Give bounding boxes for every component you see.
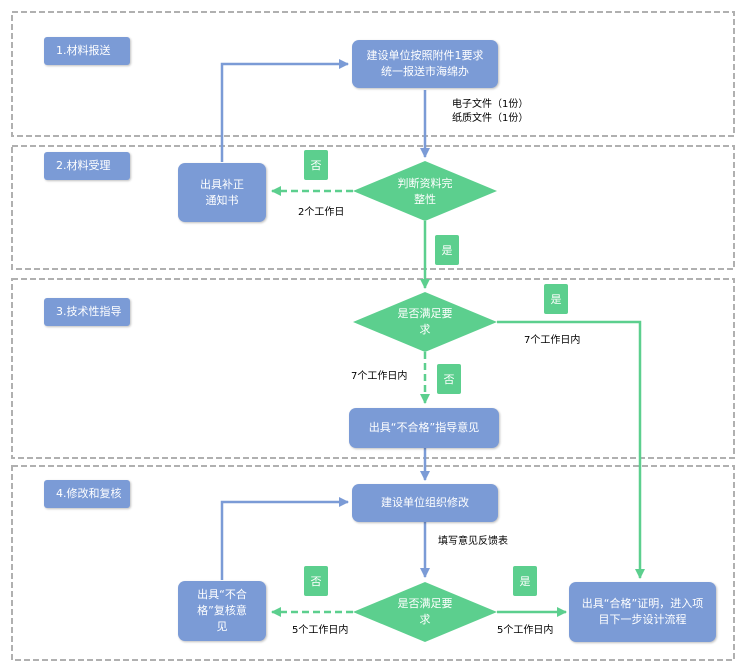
arrow-meet-yes-to-cert — [497, 320, 645, 579]
tag-yes-completeness: 是 — [435, 235, 459, 265]
note-electronic-file: 电子文件（1份） — [452, 99, 529, 110]
review-unqualified-box: 出具“不合格”复核意见 — [178, 581, 266, 641]
correction-notice-box: 出具补正通知书 — [178, 163, 266, 222]
decision-diamond-completeness — [353, 161, 497, 221]
tag-no-meet-1: 否 — [437, 364, 461, 394]
note-feedback-form: 填写意见反馈表 — [438, 536, 508, 547]
lane-label-3: 3.技术性指导 — [44, 298, 130, 326]
modify-box: 建设单位组织修改 — [352, 484, 498, 522]
note-7-workdays-right: 7个工作日内 — [524, 335, 581, 346]
note-5-workdays-right: 5个工作日内 — [497, 625, 554, 636]
arrow-notice-to-submit — [220, 59, 349, 162]
lane-label-4: 4.修改和复核 — [44, 480, 130, 508]
judge-meet-1-text: 是否满足要求 — [397, 307, 453, 336]
note-2-workdays: 2个工作日 — [298, 207, 345, 218]
unqualified-opinion-box: 出具“不合格”指导意见 — [349, 408, 499, 448]
note-paper-file: 纸质文件（1份） — [452, 113, 529, 124]
lane-border-4 — [11, 465, 735, 661]
submit-box: 建设单位按照附件1要求统一报送市海绵办 — [352, 40, 498, 88]
lane-label-1: 1.材料报送 — [44, 37, 130, 65]
decision-diamond-meet-1 — [353, 292, 497, 352]
tag-no-meet-2: 否 — [304, 566, 328, 596]
decision-diamond-meet-2 — [353, 582, 497, 642]
lane-border-2 — [11, 145, 735, 270]
tag-yes-meet-2: 是 — [513, 566, 537, 596]
judge-meet-2-text: 是否满足要求 — [397, 597, 453, 626]
lane-label-2: 2.材料受理 — [44, 152, 130, 180]
note-7-workdays-left: 7个工作日内 — [351, 371, 408, 382]
qualified-cert-box: 出具“合格”证明，进入项目下一步设计流程 — [569, 582, 716, 642]
arrow-review-to-modify — [220, 497, 349, 580]
tag-yes-meet-1: 是 — [544, 284, 568, 314]
tag-no-completeness: 否 — [304, 150, 328, 180]
lane-border-3 — [11, 278, 735, 459]
lane-border-1 — [11, 11, 735, 137]
note-5-workdays-left: 5个工作日内 — [292, 625, 349, 636]
judge-complete-text: 判断资料完整性 — [397, 177, 453, 206]
